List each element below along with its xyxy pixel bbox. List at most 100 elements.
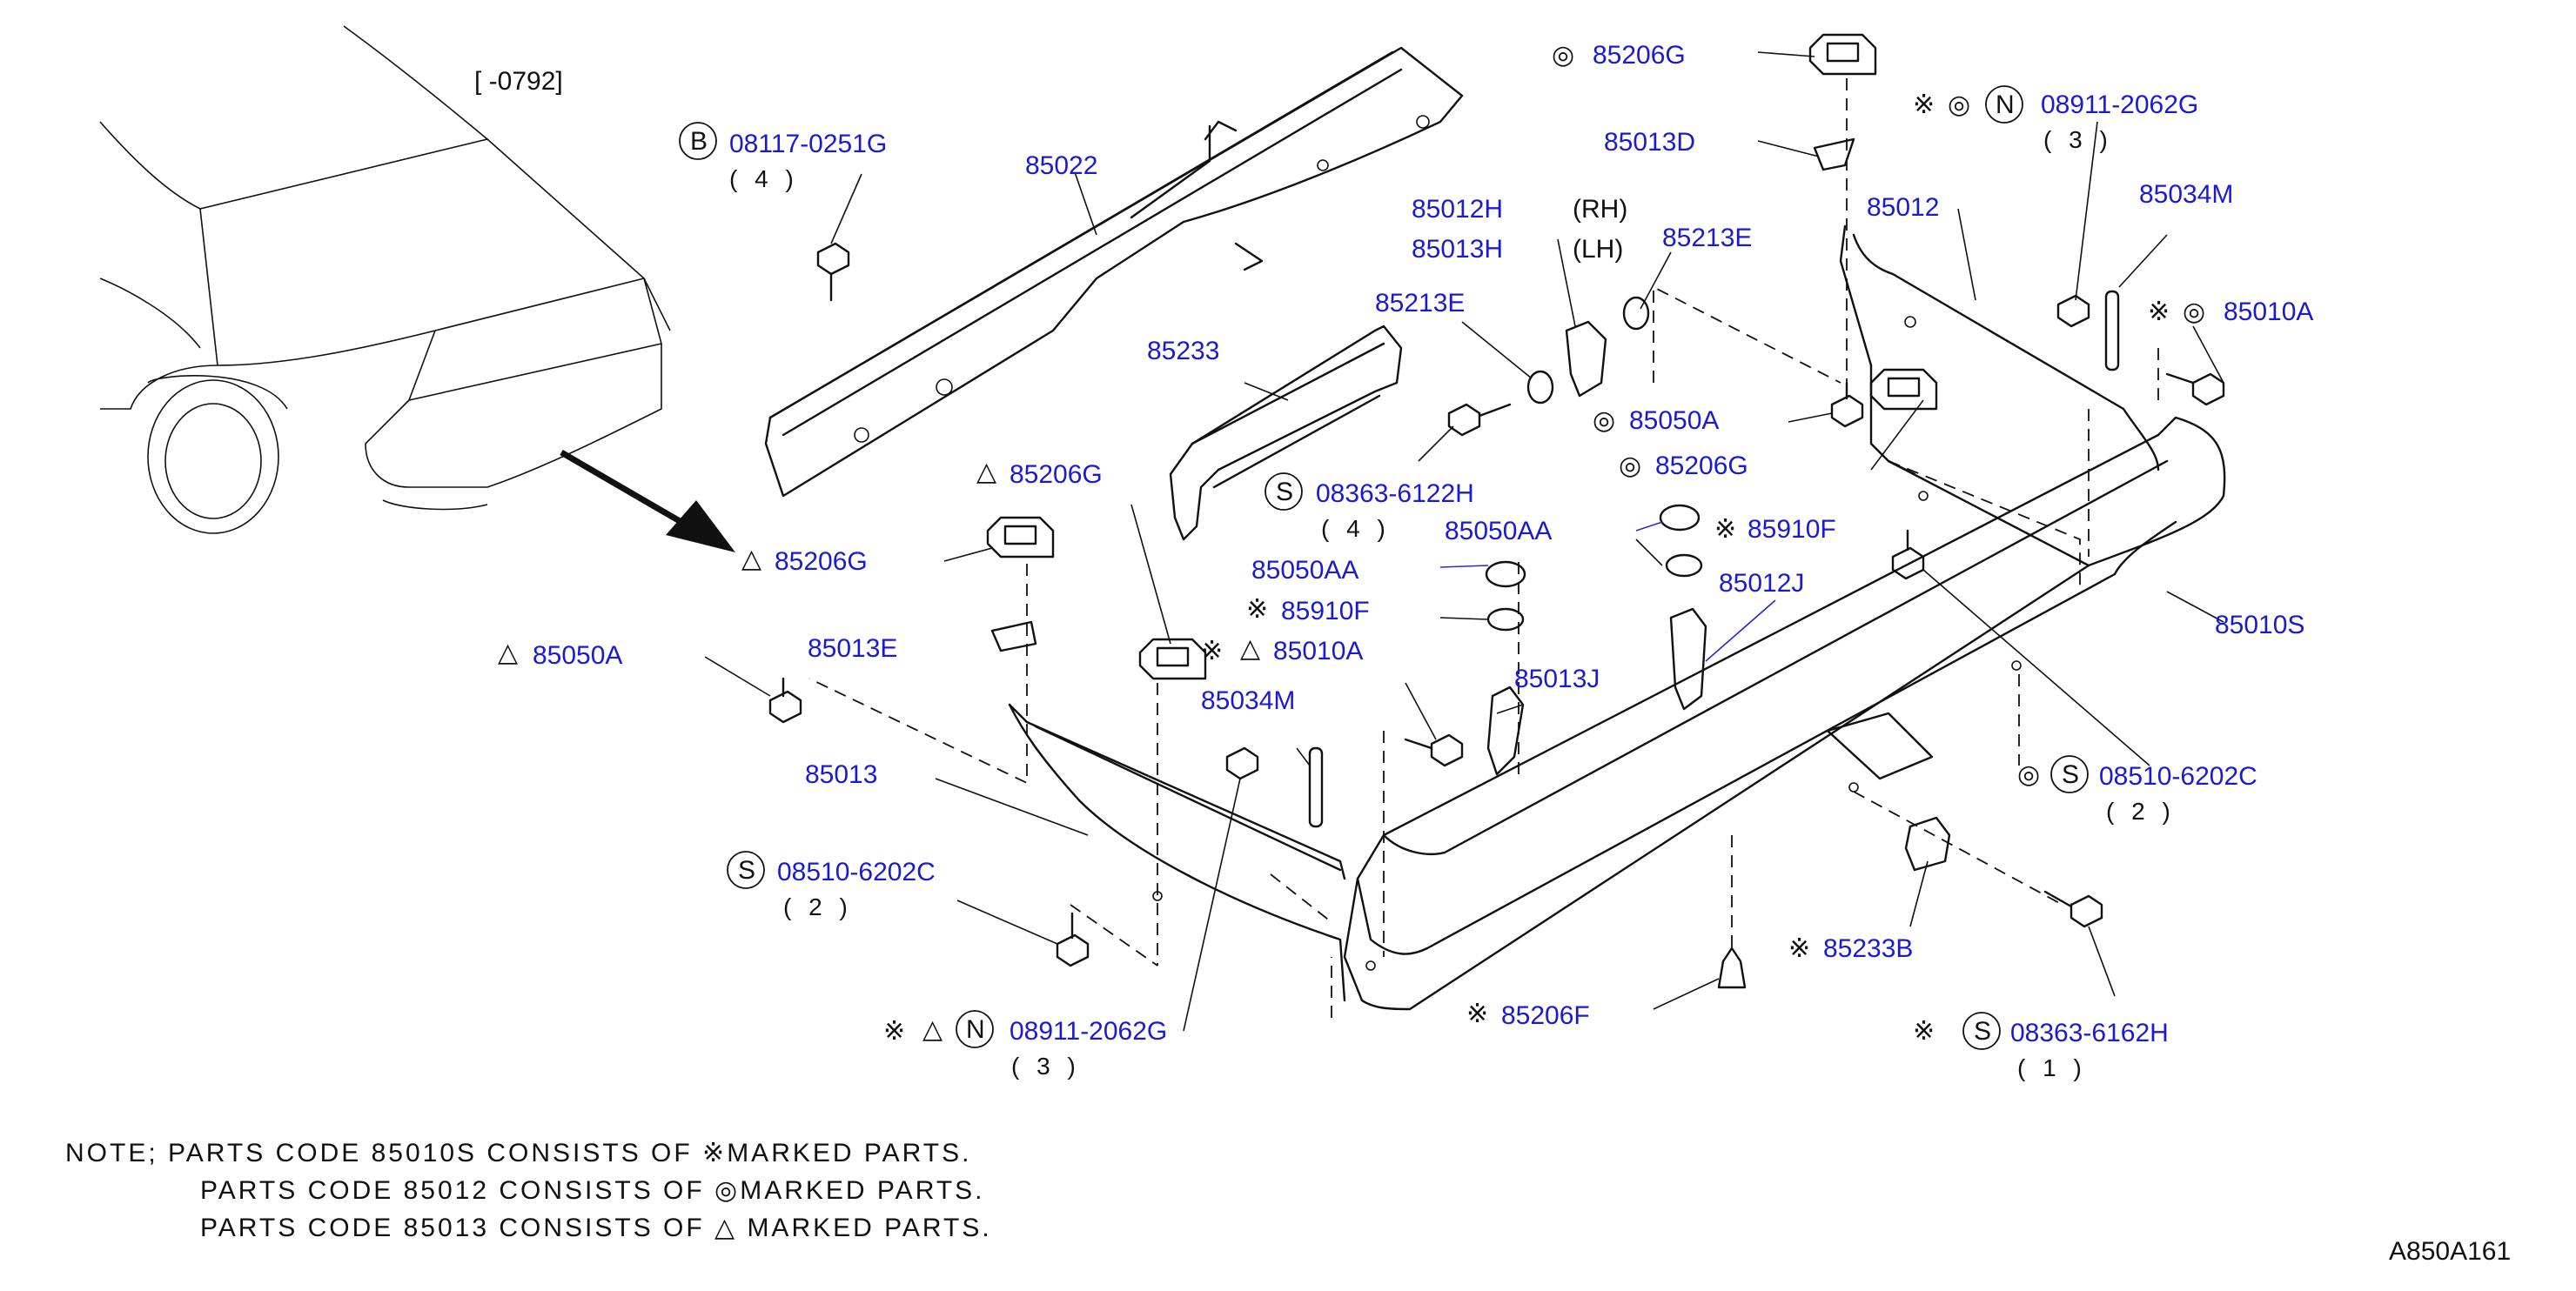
label-85013E: 85013E [808,634,897,663]
bracket-85012J-drawing [1669,607,1707,711]
kome-mark-85010A-mid: ※ [1201,637,1223,666]
qty-08911-2062G-bottom: ( 3 ) [1011,1053,1081,1080]
symbol-S-circle-6122H [1265,472,1303,511]
label-85910F-right: 85910F [1748,515,1836,544]
plate-85013D [1813,137,1855,171]
label-85012H: 85012H [1412,195,1503,224]
symbol-S-circle-left [727,851,765,889]
car-rear-view-drawing [99,25,671,534]
symbol-B-circle [679,122,717,160]
qty-08117-0251G: ( 4 ) [729,165,799,192]
label-85034M-right: 85034M [2139,180,2233,209]
triangle-mark-08911-bottom: △ [922,1015,943,1044]
kome-mark-08363-6162H: ※ [1913,1017,1935,1046]
side-retainer-85012-drawing [1839,224,2160,567]
kome-mark-08911-bottom: ※ [883,1017,905,1046]
assembly-dashed-lines [808,78,2159,1018]
label-85206G-right: 85206G [1655,452,1748,480]
screw-08510-left-drawing [1056,912,1090,967]
qty-08510-6202C-left: ( 2 ) [783,893,853,920]
qty-08363-6122H: ( 4 ) [1321,515,1391,542]
bolt-85010A-mid-drawing [1404,733,1464,767]
label-85010S: 85010S [2215,611,2304,639]
symbol-N-circle-top [1985,85,2023,124]
symbol-S-label-right: S [2062,760,2079,789]
kome-mark-08911-top: ※ [1913,90,1935,119]
kome-mark-85910F-right: ※ [1714,515,1736,544]
clip-85206G-top [1808,33,1877,76]
label-85213E-right: 85213E [1662,224,1752,252]
label-85013: 85013 [805,760,877,789]
bracket-85012H-drawing [1565,320,1607,398]
symbol-N-circle-bottom [956,1010,994,1048]
seal-85034M-left [1308,746,1324,828]
label-85050A-right: 85050A [1629,406,1719,435]
label-85013H-side: (LH) [1573,235,1623,264]
triangle-mark-85010A-mid: △ [1240,634,1260,663]
label-85010A-mid: 85010A [1273,637,1363,666]
double-circle-mark-85206G-right: ◎ [1619,452,1641,480]
clip-85050AA-drawing [1485,504,1701,588]
label-85034M-left: 85034M [1201,686,1295,715]
plate-85013E [990,620,1037,652]
washer-85213E-drawing [1526,296,1650,405]
bolt-85010A-right-drawing [2165,372,2225,406]
label-85012J: 85012J [1719,569,1804,598]
symbol-S-circle-right [2050,755,2089,793]
label-85206G-left-a: 85206G [1010,460,1103,489]
label-85910F-left: 85910F [1281,597,1370,625]
symbol-S-label-6162H: S [1974,1017,1991,1046]
label-08117-0251G: 08117-0251G [729,130,887,158]
bolt-08363-6122H-drawing [1447,403,1512,437]
seal-85034M-right [2104,290,2120,371]
clip-85206F-drawing [1717,947,1747,989]
label-85206F: 85206F [1501,1001,1590,1030]
label-85233B: 85233B [1823,934,1913,963]
label-85022: 85022 [1025,151,1097,180]
label-08363-6162H: 08363-6162H [2010,1019,2169,1047]
label-85012: 85012 [1867,193,1939,222]
label-85206G-left-b: 85206G [775,547,868,576]
symbol-N-label-top: N [1996,90,2015,119]
screw-08363-6162H-drawing [2043,890,2103,928]
nut-08911-bottom-drawing [1225,746,1259,780]
date-range: [ -0792] [474,67,563,96]
label-85013J: 85013J [1514,665,1600,693]
label-85050A-left: 85050A [533,641,622,670]
qty-08911-2062G-top: ( 3 ) [2043,126,2113,153]
label-85213E-left: 85213E [1375,289,1465,318]
bolt-85050A-right-drawing [1830,381,1864,428]
label-08911-2062G-bottom: 08911-2062G [1010,1017,1167,1046]
screw-08510-right-drawing [1891,529,1925,580]
note-line-2: PARTS CODE 85012 CONSISTS OF ◎MARKED PAR… [200,1176,985,1205]
double-circle-mark-08911-top: ◎ [1948,90,1970,119]
label-08911-2062G-top: 08911-2062G [2041,90,2198,119]
reinforcement-85022-drawing [764,46,1464,498]
kome-mark-85206F: ※ [1466,1000,1488,1028]
note-line-1: NOTE; PARTS CODE 85010S CONSISTS OF ※MAR… [65,1139,971,1167]
label-85206G-top: 85206G [1593,41,1686,70]
bolt-08117-drawing [816,242,850,302]
triangle-mark-85206G-tl: △ [976,458,996,486]
qty-08363-6162H: ( 1 ) [2017,1054,2087,1081]
clip-85206G-left-a [986,516,1055,559]
kome-mark-85233B: ※ [1788,934,1810,963]
double-circle-mark-85010A-right: ◎ [2183,298,2205,326]
label-85012H-side: (RH) [1573,195,1627,224]
label-85013H: 85013H [1412,235,1503,264]
double-circle-mark-85206G-top: ◎ [1552,41,1574,70]
bracket-85233-drawing [1169,324,1403,541]
nut-08911-top-drawing [2056,294,2090,328]
clip-85233B-drawing [1904,816,1951,872]
leader-lines [704,51,2224,1032]
label-85050AA-right: 85050AA [1445,517,1552,545]
bracket-85013J-drawing [1486,686,1525,776]
clip-85206G-left-b [1138,638,1207,680]
symbol-S-circle-6162H [1962,1012,2001,1050]
bolt-85050A-left-drawing [768,677,802,724]
bumper-fascia-85010S-drawing [1343,416,2226,1011]
note-line-3: PARTS CODE 85013 CONSISTS OF △ MARKED PA… [200,1214,992,1242]
triangle-mark-85050A-left: △ [498,639,518,667]
kome-mark-85010A-right: ※ [2148,298,2170,326]
